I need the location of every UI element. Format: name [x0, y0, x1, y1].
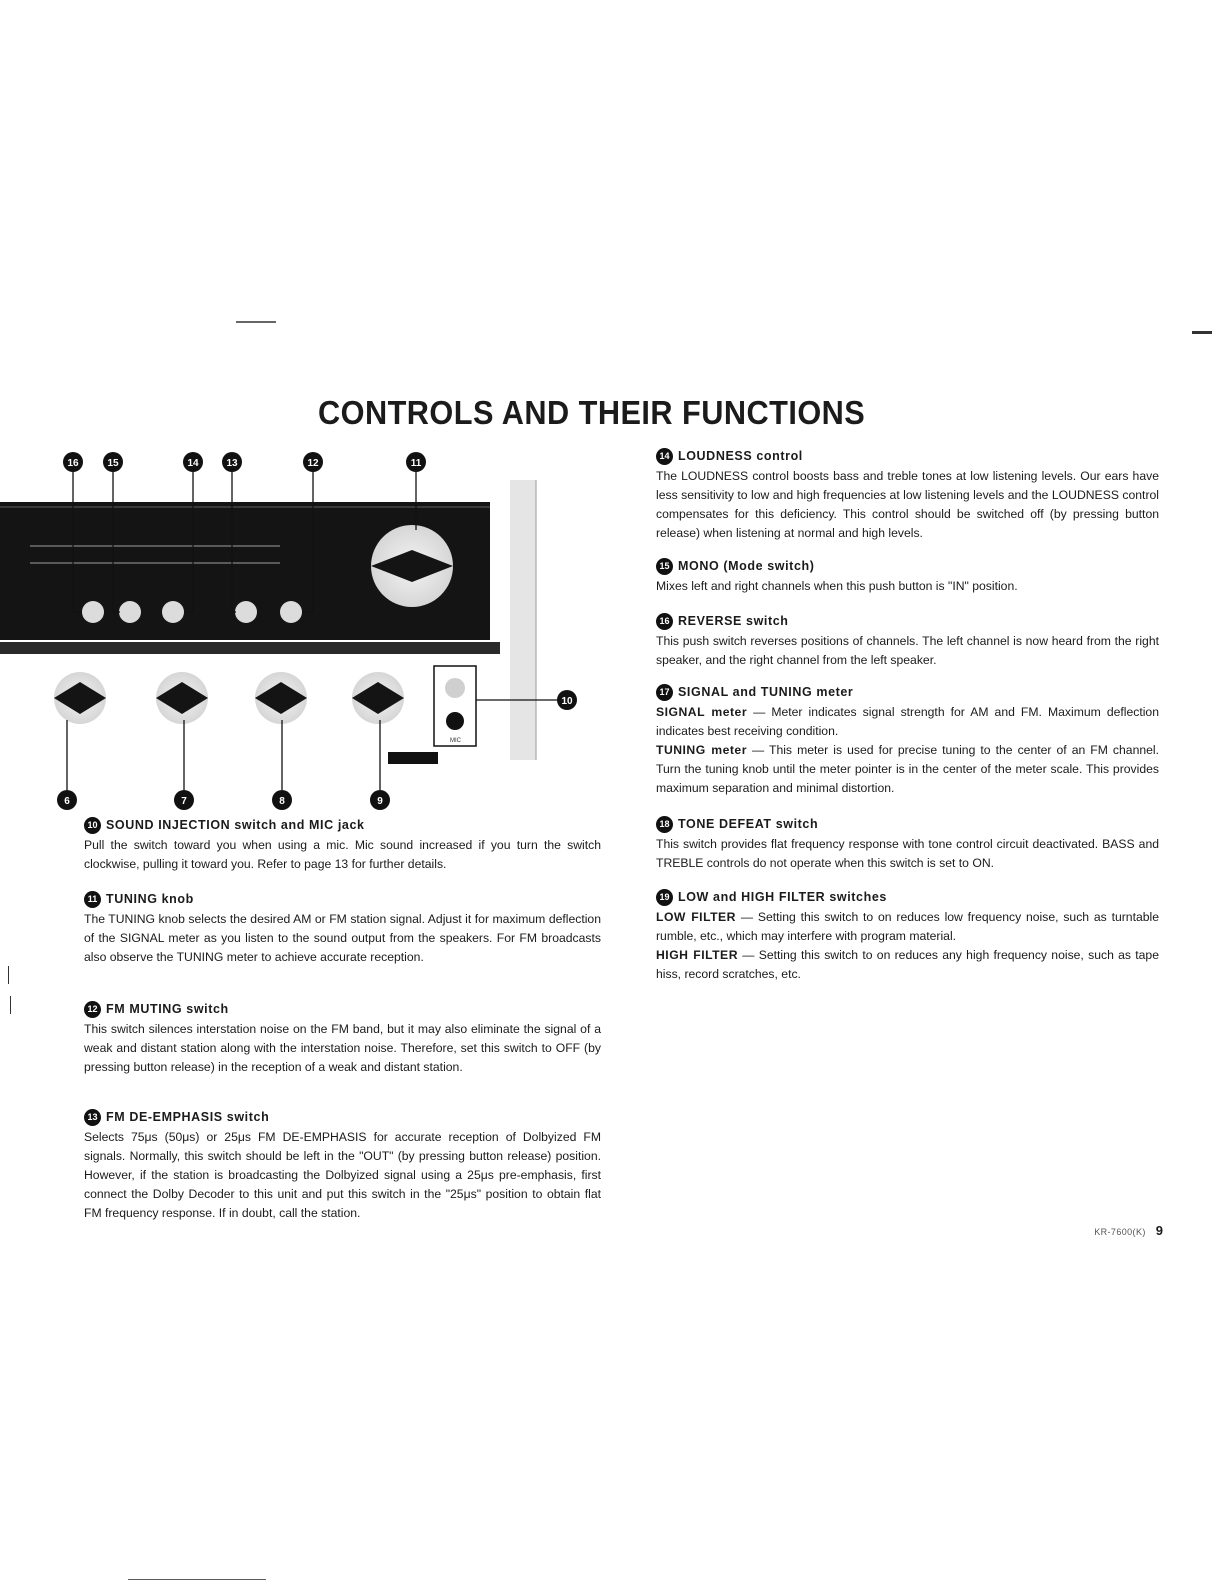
callout-12: [303, 452, 323, 472]
section-title: FM DE-EMPHASIS switch: [106, 1109, 270, 1124]
sub-text: — This meter is used for precise tuning …: [656, 743, 1160, 795]
section-number-badge: 16: [656, 612, 673, 630]
callout-11: [406, 452, 426, 472]
subsection-signal-meter: SIGNAL meter — Meter indicates signal st…: [656, 703, 1159, 741]
section-number-badge: 10: [84, 816, 101, 834]
subsection-tuning-meter: TUNING meter — This meter is used for pr…: [656, 741, 1159, 798]
section-number-badge: 19: [656, 888, 673, 906]
front-panel-illustration: MIC: [0, 452, 577, 810]
section-body: Selects 75μs (50μs) or 25μs FM DE-EMPHAS…: [84, 1130, 601, 1220]
section-body: Pull the switch toward you when using a …: [84, 838, 601, 871]
top-callouts: 16 15 14 13 12 11: [63, 452, 426, 472]
section-number-badge: 18: [656, 815, 673, 833]
section-title: LOW and HIGH FILTER switches: [678, 889, 887, 904]
section-body: This switch provides flat frequency resp…: [656, 837, 1159, 870]
page-number: 9: [1155, 1223, 1163, 1238]
callout-7: [174, 790, 194, 810]
callout-15: [103, 452, 123, 472]
section-title: SIGNAL and TUNING meter: [678, 684, 854, 699]
bottom-leader-lines: [66, 699, 558, 790]
callout-7-label: 7: [181, 796, 187, 807]
section-title: REVERSE switch: [678, 613, 789, 628]
section-sound-injection: 10 SOUND INJECTION switch and MIC jack Pu…: [84, 815, 601, 874]
section-title: SOUND INJECTION switch and MIC jack: [106, 817, 365, 832]
section-body: This push switch reverses positions of c…: [656, 634, 1159, 667]
section-reverse: 16 REVERSE switch This push switch revers…: [656, 611, 1159, 670]
section-signal-tuning-meter: 17 SIGNAL and TUNING meter SIGNAL meter —…: [656, 682, 1159, 798]
section-fm-muting: 12 FM MUTING switch This switch silences …: [84, 999, 601, 1077]
scan-artifact-bar: [8, 966, 9, 984]
callout-15-label: 15: [107, 458, 119, 469]
scan-artifact-bar: [10, 996, 11, 1014]
dial-panel-highlight: [0, 506, 490, 508]
bottom-underline-artifact: [128, 1579, 266, 1580]
callout-9-label: 9: [377, 796, 383, 807]
callout-6: [57, 790, 77, 810]
sub-label: LOW FILTER: [656, 910, 736, 924]
sub-text: — Setting this switch to on reduces any …: [656, 948, 1159, 981]
subsection-high-filter: HIGH FILTER — Setting this switch to on …: [656, 946, 1159, 984]
lower-knobs: [54, 672, 404, 724]
callout-14: [183, 452, 203, 472]
section-low-high-filter: 19 LOW and HIGH FILTER switches LOW FILTE…: [656, 887, 1159, 984]
sub-text: — Setting this switch to on reduces low …: [656, 910, 1160, 943]
scan-artifact-line: [236, 321, 276, 323]
section-title: MONO (Mode switch): [678, 558, 815, 573]
section-body: Mixes left and right channels when this …: [656, 579, 1018, 593]
callout-8-label: 8: [279, 796, 285, 807]
section-body: This switch silences interstation noise …: [84, 1022, 601, 1074]
section-body: The TUNING knob selects the desired AM o…: [84, 912, 601, 964]
section-number-badge: 14: [656, 447, 673, 465]
sub-label: SIGNAL meter: [656, 705, 748, 719]
callout-11-label: 11: [411, 458, 422, 469]
section-title: LOUDNESS control: [678, 448, 803, 463]
section-title: FM MUTING switch: [106, 1001, 229, 1016]
callout-6-label: 6: [64, 796, 70, 807]
sub-label: TUNING meter: [656, 743, 747, 757]
panel-push-buttons: [82, 601, 302, 623]
subsection-low-filter: LOW FILTER — Setting this switch to on r…: [656, 908, 1159, 946]
page-footer: KR-7600(K) 9: [1094, 1223, 1163, 1238]
section-number-badge: 11: [84, 890, 101, 908]
section-title: TUNING knob: [106, 891, 194, 906]
callout-10-label: 10: [561, 696, 573, 707]
section-loudness: 14 LOUDNESS control The LOUDNESS control …: [656, 446, 1159, 543]
mic-label-text: MIC: [450, 738, 462, 744]
front-panel-figure: MIC: [0, 430, 660, 820]
top-leader-lines: [72, 472, 417, 613]
callout-13-label: 13: [226, 458, 238, 469]
sub-label: HIGH FILTER: [656, 948, 738, 962]
page-title: CONTROLS AND THEIR FUNCTIONS: [318, 394, 866, 431]
section-number-badge: 12: [84, 1000, 101, 1018]
callout-8: [272, 790, 292, 810]
callout-9: [370, 790, 390, 810]
model-number: KR-7600(K): [1094, 1227, 1146, 1237]
scan-artifact-corner: [1192, 331, 1212, 334]
section-title: TONE DEFEAT switch: [678, 816, 819, 831]
callout-14-label: 14: [187, 458, 199, 469]
callout-13: [222, 452, 242, 472]
callout-16: [63, 452, 83, 472]
section-number-badge: 17: [656, 683, 673, 701]
section-fm-de-emphasis: 13 FM DE-EMPHASIS switch Selects 75μs (50…: [84, 1107, 601, 1223]
bottom-callouts: 6 7 8 9 10: [57, 690, 577, 810]
section-number-badge: 15: [656, 557, 673, 575]
sub-text: — Meter indicates signal strength for AM…: [656, 705, 1159, 738]
section-tone-defeat: 18 TONE DEFEAT switch This switch provide…: [656, 814, 1159, 873]
section-tuning-knob: 11 TUNING knob The TUNING knob selects th…: [84, 889, 601, 967]
callout-12-label: 12: [307, 458, 319, 469]
section-mono: 15 MONO (Mode switch) Mixes left and righ…: [656, 556, 1159, 596]
callout-10: [557, 690, 577, 710]
section-number-badge: 13: [84, 1108, 101, 1126]
mic-jack: [446, 712, 464, 730]
callout-16-label: 16: [67, 458, 79, 469]
section-body: The LOUDNESS control boosts bass and tre…: [656, 469, 1159, 540]
